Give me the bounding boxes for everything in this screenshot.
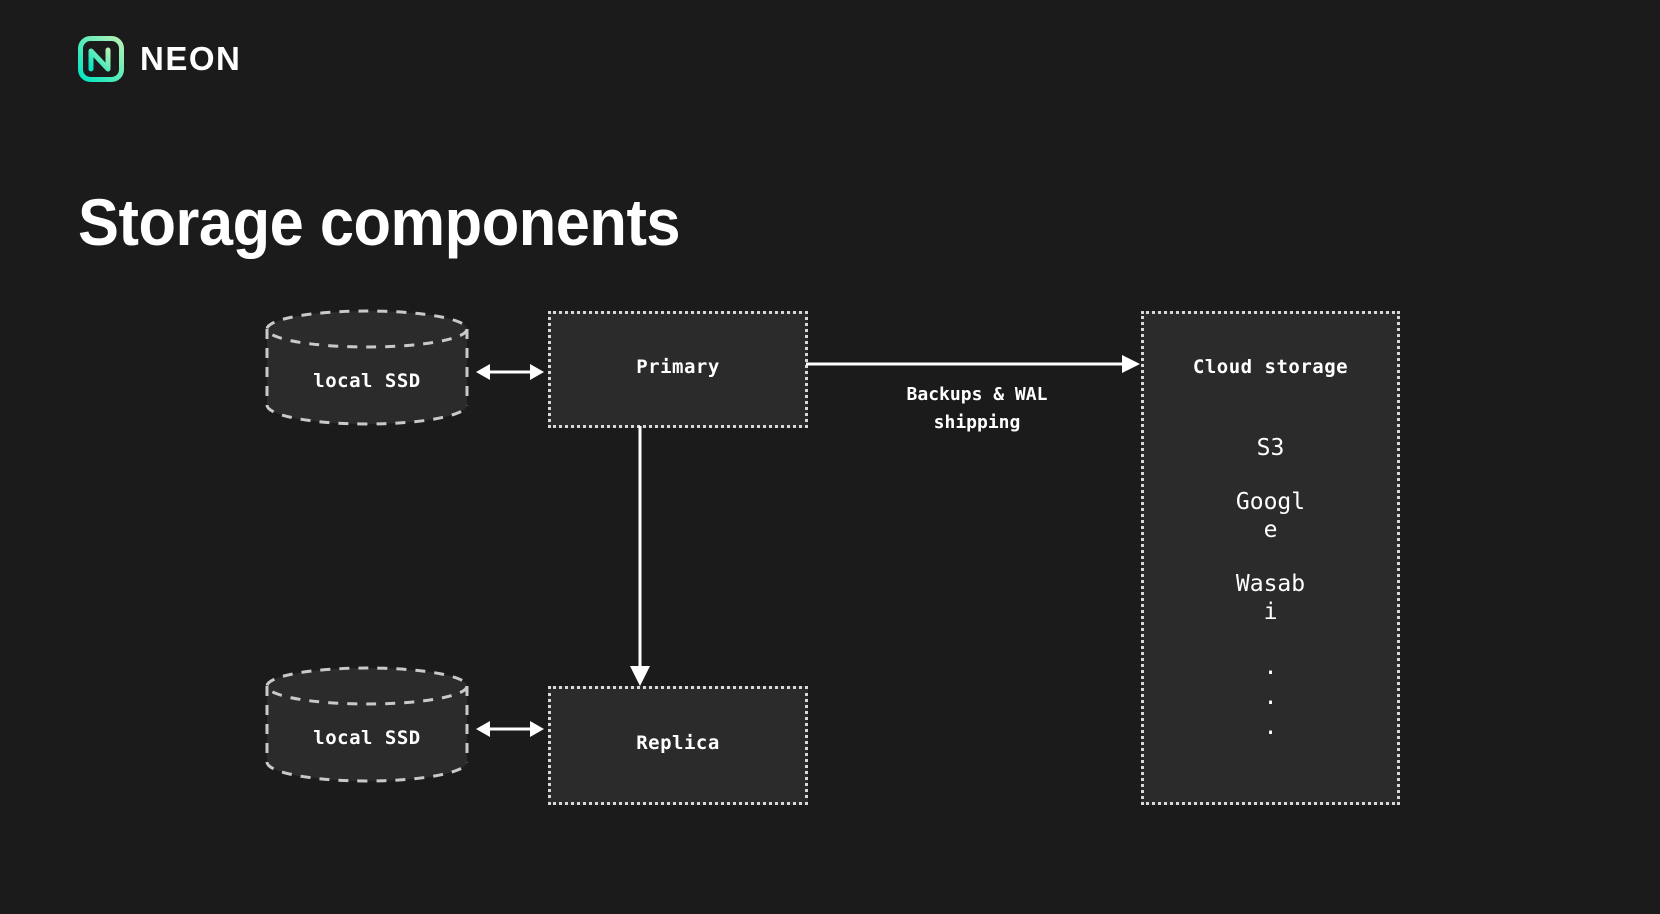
node-primary: Primary <box>548 311 808 428</box>
ellipsis-dot: . <box>1263 714 1278 740</box>
edge-local-ssd-primary <box>470 352 550 392</box>
double-arrow-icon <box>476 364 544 380</box>
ellipsis-dot: . <box>1263 684 1278 710</box>
cloud-storage-provider-list: S3 Google Wasabi . . . <box>1233 434 1309 742</box>
arrow-down-icon <box>630 426 650 686</box>
edge-label-backups-wal-shipping: Backups & WAL shipping <box>906 384 1048 433</box>
double-arrow-icon <box>476 721 544 737</box>
cylinder-shape-icon <box>265 666 469 783</box>
list-item: Google <box>1235 489 1306 543</box>
ellipsis-dot: . <box>1263 654 1278 680</box>
neon-logo-mark-icon <box>78 36 124 82</box>
list-item: S3 <box>1256 435 1285 461</box>
page-title: Storage components <box>78 185 681 260</box>
node-label-replica: Replica <box>636 732 720 754</box>
brand-logo: NEON <box>78 36 241 82</box>
edge-primary-cloud-storage <box>806 346 1146 382</box>
edge-local-ssd-replica <box>470 709 550 749</box>
edge-primary-replica <box>620 426 660 690</box>
node-cloud-storage: Cloud storage S3 Google Wasabi . . . <box>1141 311 1400 805</box>
arrow-right-icon <box>806 355 1140 373</box>
node-label-cloud-storage: Cloud storage <box>1192 356 1349 378</box>
node-local-ssd-replica: local SSD <box>264 665 470 787</box>
node-label-local-ssd-primary: local SSD <box>313 370 421 392</box>
cylinder-shape-icon <box>265 309 469 426</box>
node-replica: Replica <box>548 686 808 805</box>
node-local-ssd-primary: local SSD <box>264 308 470 430</box>
node-label-local-ssd-replica: local SSD <box>313 727 421 749</box>
node-label-primary: Primary <box>636 356 720 378</box>
brand-name: NEON <box>140 40 242 77</box>
list-item: Wasabi <box>1235 571 1306 625</box>
